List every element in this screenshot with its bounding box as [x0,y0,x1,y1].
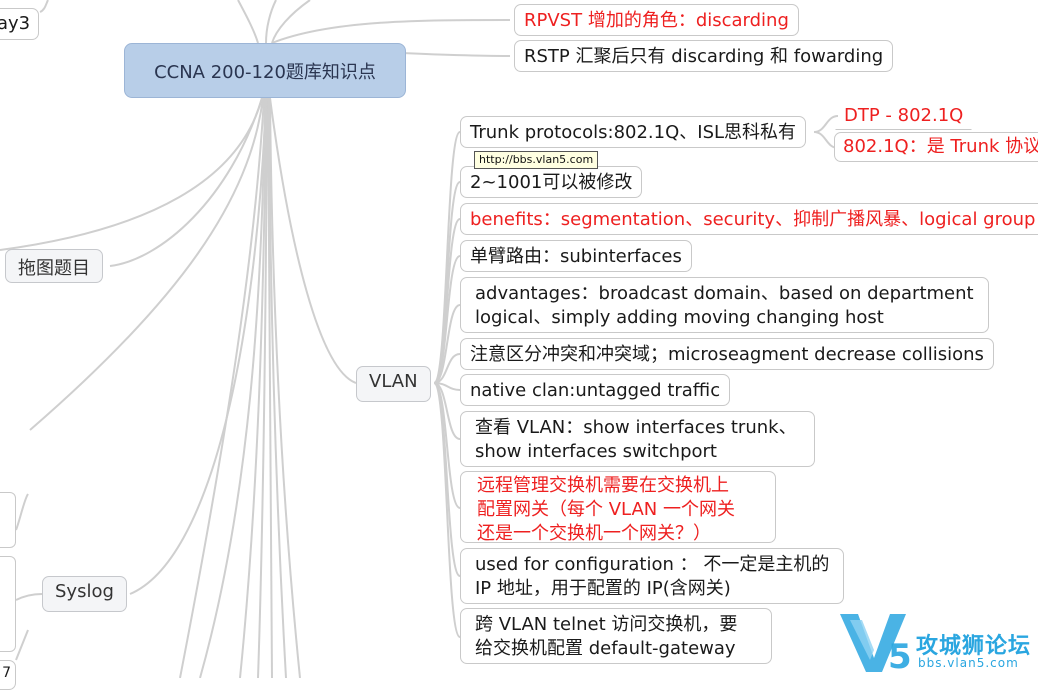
vlan-benefits-text: benefits：segmentation、security、抑制广播风暴、lo… [470,209,1036,230]
collision-domain-node[interactable]: 注意区分冲突和冲突域；microseagment decrease collis… [460,338,994,370]
show-vlan-node[interactable]: 查看 VLAN：show interfaces trunk、 show inte… [460,411,815,467]
vlan-advantages-node[interactable]: advantages：broadcast domain、based on dep… [460,277,989,333]
native-vlan-text: native clan:untagged traffic [470,380,721,401]
dtp-text: DTP - 802.1Q [844,105,964,126]
native-vlan-node[interactable]: native clan:untagged traffic [460,374,731,406]
dtp-node[interactable]: DTP - 802.1Q [835,102,973,130]
remote-management-node[interactable]: 远程管理交换机需要在交换机上 配置网关（每个 VLAN 一个网关 还是一个交换机… [460,471,776,544]
remote-management-line3: 还是一个交换机一个网关？） [477,523,711,544]
svg-text:5: 5 [888,637,912,674]
collision-domain-text: 注意区分冲突和冲突域；microseagment decrease collis… [470,344,984,365]
root-topic-label: CCNA 200-120题库知识点 [154,61,376,83]
show-vlan-line2: show interfaces switchport [475,441,717,462]
root-topic[interactable]: CCNA 200-120题库知识点 [124,43,406,98]
router-on-stick-node[interactable]: 单臂路由：subinterfaces [460,240,692,272]
cross-vlan-telnet-node[interactable]: 跨 VLAN telnet 访问交换机，要 给交换机配置 default-gat… [460,608,772,664]
watermark-url: bbs.vlan5.com [918,656,1019,670]
cross-vlan-telnet-line1: 跨 VLAN telnet 访问交换机，要 [475,614,738,635]
vlan-advantages-line2: logical、simply adding moving changing ho… [475,307,884,328]
vlan-branch[interactable]: VLAN [356,366,431,402]
drag-topic-branch[interactable]: 拖图题目 [5,249,103,283]
rstp-text: RSTP 汇聚后只有 discarding 和 fowarding [524,46,884,67]
vlan-label: VLAN [369,371,418,392]
remote-management-line2: 配置网关（每个 VLAN 一个网关 [477,499,735,520]
trunk-protocols-text: Trunk protocols:802.1Q、ISL思科私有 [470,122,797,143]
vlan-advantages-line1: advantages：broadcast domain、based on dep… [475,283,974,304]
show-vlan-line1: 查看 VLAN：show interfaces trunk、 [475,417,797,438]
vlan-benefits-node[interactable]: benefits：segmentation、security、抑制广播风暴、lo… [460,203,1038,235]
configuration-ip-node[interactable]: used for configuration ： 不一定是主机的 IP 地址，用… [460,548,845,604]
syslog-branch[interactable]: Syslog [42,576,127,612]
configuration-ip-line2: IP 地址，用于配置的 IP(含网关) [475,578,731,599]
watermark-brand: 攻城狮论坛 [916,634,1032,659]
vlan-range-node[interactable]: 2~1001可以被修改 [460,166,643,198]
configuration-ip-line1: used for configuration ： 不一定是主机的 [475,554,830,575]
link-tooltip: http://bbs.vlan5.com [474,151,599,169]
remote-management-line1: 远程管理交换机需要在交换机上 [477,475,729,496]
day3-label: ay3 [0,13,31,34]
dot1q-note-text: 802.1Q：是 Trunk 协议 [843,136,1038,157]
rpvst-text: RPVST 增加的角色：discarding [524,10,789,31]
trunk-protocols-node[interactable]: Trunk protocols:802.1Q、ISL思科私有 [460,116,807,148]
vlan-range-text: 2~1001可以被修改 [470,172,633,193]
left-edge-node-upper[interactable] [0,492,16,548]
left-edge-node-middle[interactable] [0,556,16,652]
link-tooltip-text: http://bbs.vlan5.com [479,153,594,166]
drag-topic-label: 拖图题目 [18,258,90,279]
rstp-node[interactable]: RSTP 汇聚后只有 discarding 和 fowarding [514,40,894,72]
dot1q-note-node[interactable]: 802.1Q：是 Trunk 协议 [834,132,1038,162]
v5-logo-icon: 5 [840,614,912,674]
router-on-stick-text: 单臂路由：subinterfaces [470,246,682,267]
syslog-label: Syslog [55,581,114,602]
cross-vlan-telnet-line2: 给交换机配置 default-gateway [475,638,736,659]
left-edge-node-lower[interactable]: 7 [0,660,16,690]
rpvst-node[interactable]: RPVST 增加的角色：discarding [514,4,799,36]
day3-node[interactable]: ay3 [0,8,40,40]
left-edge-node-label: 7 [2,665,11,681]
